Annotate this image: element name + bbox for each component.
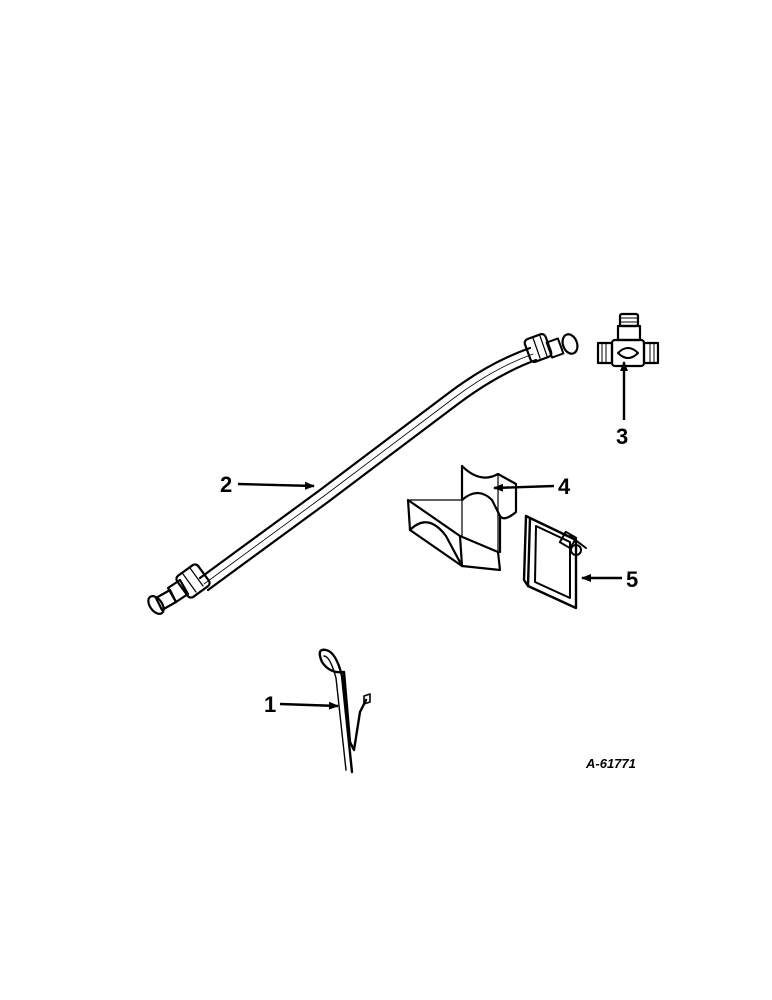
tee-fitting-drawing (596, 312, 660, 368)
leader-lines (237, 361, 628, 710)
strap-clamp-drawing (522, 514, 587, 610)
clip-drawing (318, 648, 371, 774)
hose-assembly-drawing (147, 332, 579, 615)
hose-lower-fitting (147, 563, 211, 615)
callout-1: 1 (264, 692, 276, 717)
callout-3: 3 (616, 424, 628, 449)
reference-code: A-61771 (585, 756, 636, 771)
callout-2: 2 (220, 472, 232, 497)
bracket-drawing (406, 464, 518, 572)
leader-arrow-4 (493, 483, 555, 492)
leader-arrow-1 (279, 701, 339, 710)
callout-5: 5 (626, 567, 638, 592)
callout-4: 4 (558, 474, 571, 499)
hose-upper-fitting (523, 332, 579, 364)
leader-arrow-2 (237, 481, 315, 490)
